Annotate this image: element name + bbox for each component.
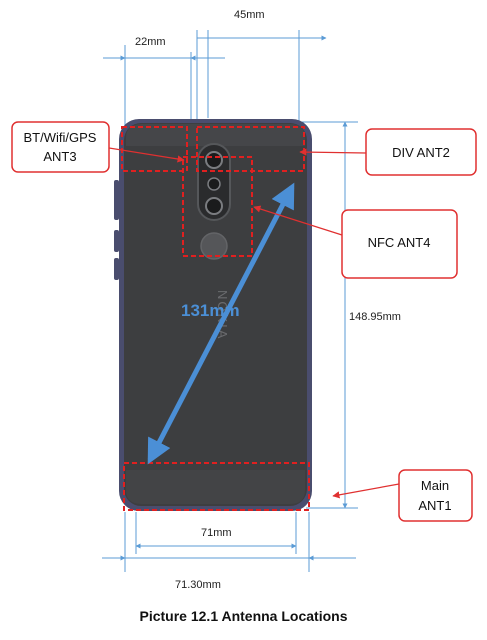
dim-top-overall: 45mm: [234, 9, 265, 21]
side-button: [114, 258, 119, 280]
dim-diagonal: 131mm: [181, 301, 240, 320]
callout-main: Main ANT1: [332, 469, 473, 522]
camera-lens-icon: [205, 151, 223, 169]
callout-div-label: DIV ANT2: [392, 145, 450, 160]
camera-lens-icon: [207, 177, 221, 191]
callout-main-line1: Main: [421, 478, 449, 493]
callout-nfc-label: NFC ANT4: [368, 235, 431, 250]
side-button: [114, 180, 119, 220]
dim-bottom-outer: 71.30mm: [175, 579, 221, 591]
bottom-dimension-lines: [102, 512, 356, 572]
callout-bt-wifi-gps: BT/Wifi/GPS ANT3: [11, 121, 185, 173]
callout-bt-wifi-gps-line2: ANT3: [43, 149, 76, 164]
figure-caption: Picture 12.1 Antenna Locations: [139, 608, 348, 624]
dim-top-inner: 22mm: [135, 36, 166, 48]
callout-nfc: NFC ANT4: [253, 205, 458, 279]
top-dimension-lines: [103, 30, 327, 140]
side-button: [114, 230, 119, 252]
height-dimension: [300, 121, 358, 509]
zone-bt-wifi-gps: [121, 126, 188, 172]
callout-bt-wifi-gps-line1: BT/Wifi/GPS: [24, 130, 97, 145]
callout-div: DIV ANT2: [299, 128, 477, 176]
camera-lens-icon: [205, 197, 223, 215]
dim-bottom-inner: 71mm: [201, 527, 232, 539]
dim-height: 148.95mm: [349, 311, 401, 323]
callout-main-line2: ANT1: [418, 498, 451, 513]
diagonal-arrow: [147, 182, 295, 465]
